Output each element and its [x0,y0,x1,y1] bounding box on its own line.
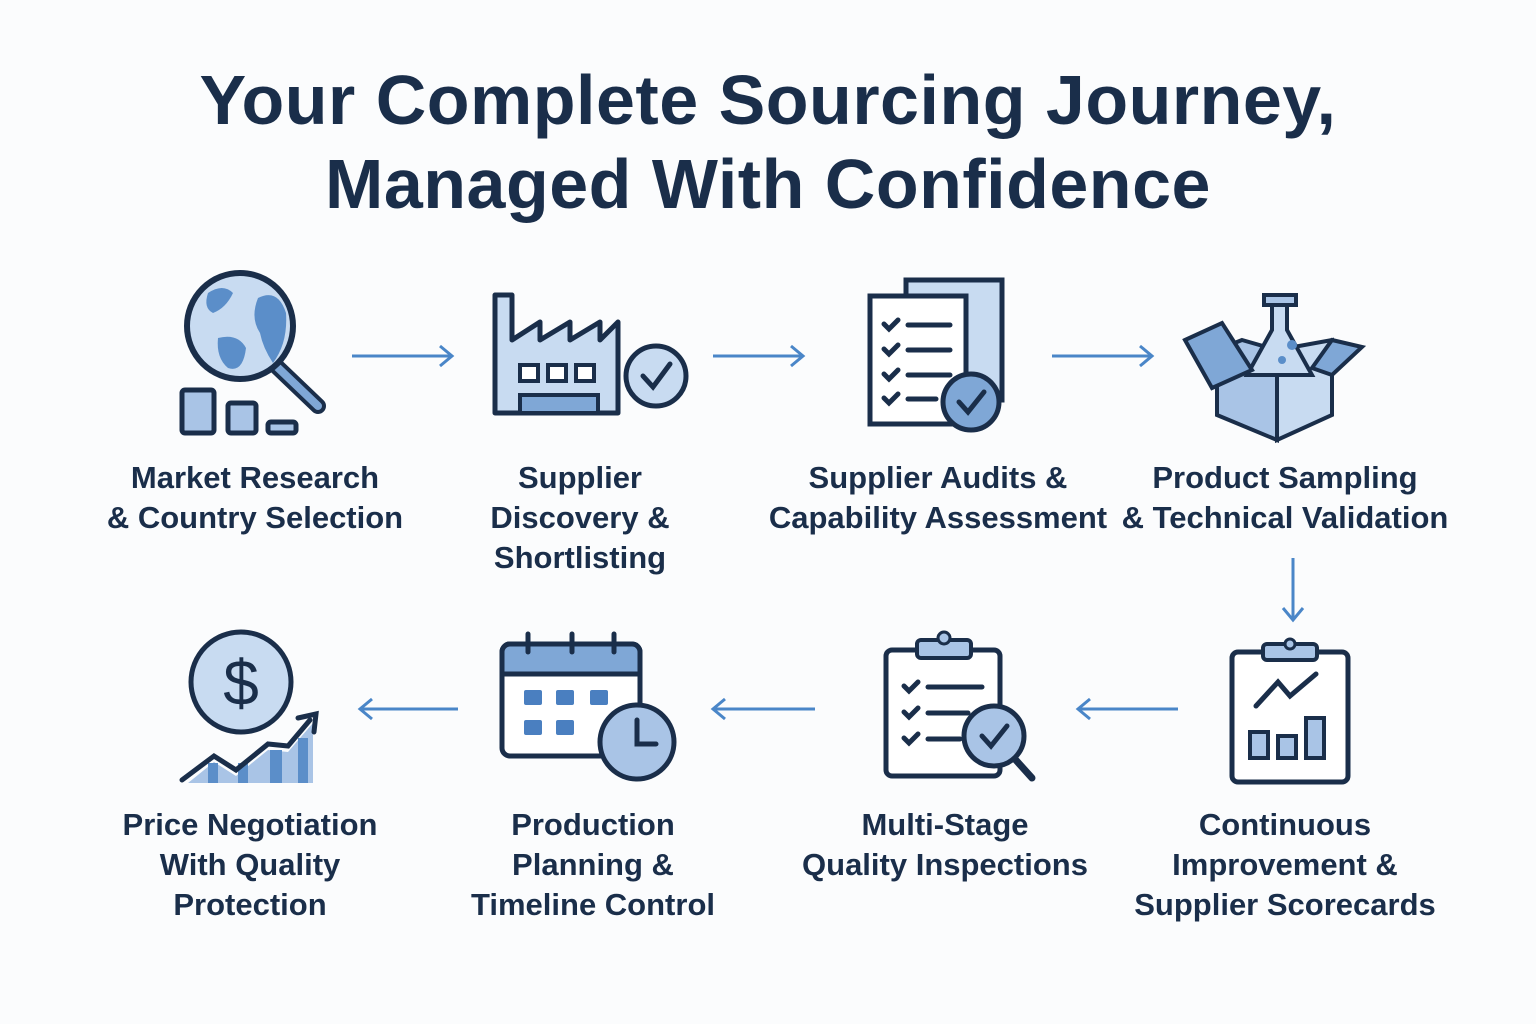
checklist-document-icon [867,277,1005,433]
clipboard-chart-icon [1229,637,1351,785]
arrow-left-icon [357,697,458,721]
box-flask-icon [1182,293,1367,444]
calendar-clock-icon [499,631,677,782]
clipboard-inspect-icon [883,630,1036,782]
title-line-2: Managed With Confidence [325,145,1211,223]
arrow-right-icon [713,344,806,368]
arrow-down-icon [1281,558,1305,623]
step-label-market-research: Market Research& Country Selection [106,460,404,535]
page-title: Your Complete Sourcing Journey, Managed … [0,58,1536,226]
step-label-supplier-audits: Supplier Audits &Capability Assessment [768,460,1108,535]
arrow-right-icon [352,344,455,368]
dollar-growth-icon: $ [179,629,319,783]
title-line-1: Your Complete Sourcing Journey, [199,61,1337,139]
arrow-left-icon [1075,697,1178,721]
factory-check-icon [492,292,689,416]
step-label-product-sampling: Product Sampling& Technical Validation [1121,460,1449,535]
globe-search-icon [179,270,326,436]
svg-text:$: $ [223,647,259,719]
arrow-right-icon [1052,344,1155,368]
arrow-left-icon [710,697,815,721]
